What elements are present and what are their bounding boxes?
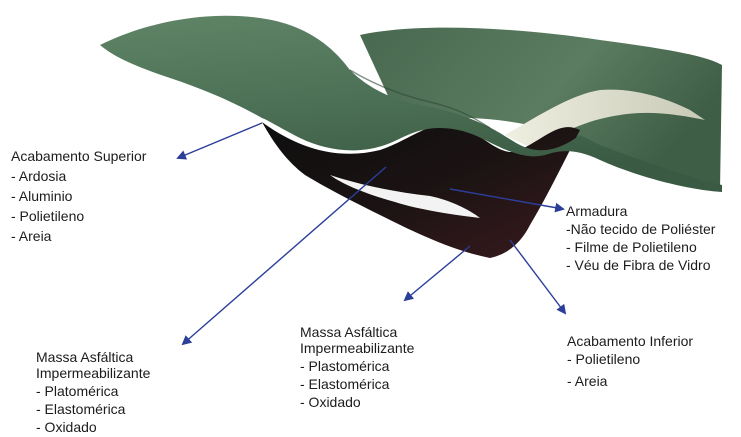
label-item: - Oxidado	[36, 419, 150, 435]
label-massa-asfaltica-center: Massa Asfáltica Impermeabilizante - Plas…	[300, 324, 414, 410]
label-armadura: Armadura -Não tecido de Poliéster - Film…	[566, 203, 715, 273]
label-item: - Elastomérica	[300, 376, 414, 392]
label-item: - Plastomérica	[300, 358, 414, 374]
label-item: - Areia	[567, 373, 693, 389]
arrow-massa-centro	[405, 246, 470, 300]
label-item: - Ardosia	[11, 168, 146, 184]
label-item: - Elastomérica	[36, 401, 150, 417]
label-item: - Oxidado	[300, 394, 414, 410]
label-acabamento-inferior: Acabamento Inferior - Polietileno - Arei…	[567, 333, 693, 389]
label-item: - Aluminio	[11, 188, 146, 204]
label-item: -Não tecido de Poliéster	[566, 221, 715, 237]
arrow-massa-esquerda	[183, 167, 386, 344]
label-item: - Areia	[11, 228, 146, 244]
label-massa-asfaltica-left: Massa Asfáltica Impermeabilizante - Plat…	[36, 349, 150, 435]
label-title: Acabamento Inferior	[567, 333, 693, 349]
label-item: - Polietileno	[567, 351, 693, 367]
arrow-acabamento-superior	[178, 123, 262, 158]
label-item: - Véu de Fibra de Vidro	[566, 257, 715, 273]
label-title: Massa Asfáltica	[36, 349, 150, 365]
label-item: - Filme de Polietileno	[566, 239, 715, 255]
label-acabamento-superior: Acabamento Superior - Ardosia - Aluminio…	[11, 148, 146, 244]
label-title-line2: Impermeabilizante	[300, 340, 414, 356]
arrow-acabamento-inferior	[510, 240, 565, 313]
label-title: Massa Asfáltica	[300, 324, 414, 340]
label-title-line2: Impermeabilizante	[36, 365, 150, 381]
label-title: Armadura	[566, 203, 715, 219]
label-title: Acabamento Superior	[11, 148, 146, 164]
label-item: - Platomérica	[36, 383, 150, 399]
label-item: - Polietileno	[11, 208, 146, 224]
